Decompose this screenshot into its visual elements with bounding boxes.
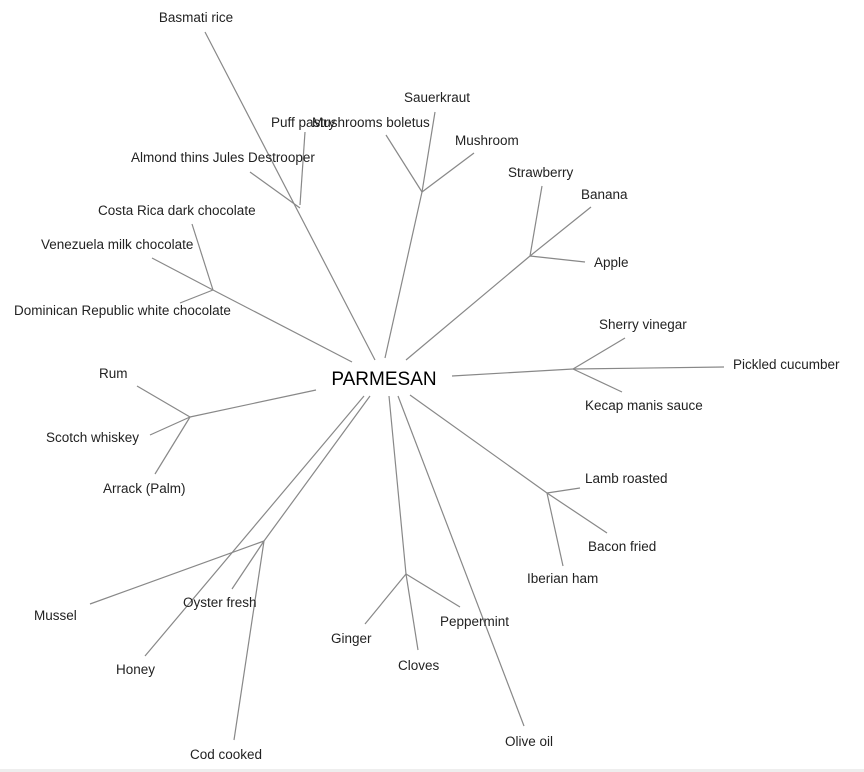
- edge-strawberry: [529, 185, 543, 257]
- edge-center-honey: [144, 395, 365, 657]
- node-mushrooms-boletus: Mushrooms boletus: [312, 115, 430, 130]
- edge-center-fruit-hub: [405, 255, 531, 361]
- node-rum: Rum: [99, 366, 128, 381]
- edges: [89, 31, 725, 741]
- node-sherry-vinegar: Sherry vinegar: [599, 317, 687, 332]
- node-mushroom: Mushroom: [455, 133, 519, 148]
- node-dominican-chocolate: Dominican Republic white chocolate: [14, 303, 231, 318]
- edge-arrack: [154, 416, 191, 475]
- center-node-label: PARMESAN: [331, 369, 436, 390]
- node-lamb-roasted: Lamb roasted: [585, 471, 668, 486]
- edge-boletus: [385, 134, 423, 193]
- edge-sauerkraut: [421, 111, 436, 193]
- edge-pastry-hub: [299, 131, 306, 206]
- node-iberian-ham: Iberian ham: [527, 571, 598, 586]
- edge-mussel: [89, 540, 265, 605]
- edge-iberian: [546, 492, 564, 567]
- node-pickled-cucumber: Pickled cucumber: [733, 357, 840, 372]
- node-kecap-manis: Kecap manis sauce: [585, 398, 703, 413]
- node-arrack: Arrack (Palm): [103, 481, 186, 496]
- edge-pickled: [572, 366, 725, 370]
- edge-dominican: [179, 289, 214, 304]
- edge-costa-rica: [191, 223, 214, 291]
- edge-lamb: [546, 487, 581, 494]
- edge-bacon: [546, 492, 608, 534]
- edge-center-olive-oil: [397, 395, 525, 727]
- node-oyster-fresh: Oyster fresh: [183, 595, 257, 610]
- edge-mushroom: [421, 152, 475, 193]
- node-cloves: Cloves: [398, 658, 440, 673]
- node-olive-oil: Olive oil: [505, 734, 553, 749]
- labels: PARMESAN Basmati rice Puff pastry Almond…: [14, 10, 840, 762]
- node-scotch-whiskey: Scotch whiskey: [46, 430, 139, 445]
- node-venezuela-chocolate: Venezuela milk chocolate: [41, 237, 193, 252]
- node-almond-thins: Almond thins Jules Destrooper: [131, 150, 315, 165]
- node-apple: Apple: [594, 255, 629, 270]
- node-honey: Honey: [116, 662, 155, 677]
- edge-peppermint: [405, 573, 461, 608]
- edge-venezuela: [151, 257, 214, 291]
- node-sauerkraut: Sauerkraut: [404, 90, 470, 105]
- node-basmati-rice: Basmati rice: [159, 10, 233, 25]
- edge-cod: [233, 540, 265, 741]
- edge-center-spice-hub: [388, 395, 407, 575]
- edge-center-vinegar-hub: [451, 368, 574, 377]
- edge-banana: [529, 206, 592, 257]
- node-mussel: Mussel: [34, 608, 77, 623]
- edge-apple: [529, 255, 586, 263]
- edge-center-seafood-hub: [263, 395, 371, 542]
- edge-center-basmati: [204, 31, 376, 361]
- edge-oyster: [231, 540, 265, 590]
- node-puff-pastry: Puff pastry: [271, 115, 336, 130]
- node-cod-cooked: Cod cooked: [190, 747, 262, 762]
- node-banana: Banana: [581, 187, 628, 202]
- node-peppermint: Peppermint: [440, 614, 509, 629]
- bottom-border: [0, 769, 864, 772]
- edge-sherry: [572, 337, 626, 370]
- edge-ginger: [364, 573, 407, 625]
- edge-almond-hub: [249, 171, 301, 209]
- edge-center-mushroom-hub: [384, 191, 423, 359]
- node-costa-rica-chocolate: Costa Rica dark chocolate: [98, 203, 256, 218]
- edge-scotch: [149, 416, 191, 436]
- edge-cloves: [405, 573, 419, 651]
- edge-kecap: [572, 368, 623, 393]
- edge-center-chocolate-hub: [212, 289, 353, 363]
- edge-center-spirits-hub: [189, 389, 317, 418]
- edge-rum: [136, 385, 191, 418]
- node-bacon-fried: Bacon fried: [588, 539, 656, 554]
- node-strawberry: Strawberry: [508, 165, 574, 180]
- node-ginger: Ginger: [331, 631, 372, 646]
- edge-center-ham-hub: [409, 394, 548, 494]
